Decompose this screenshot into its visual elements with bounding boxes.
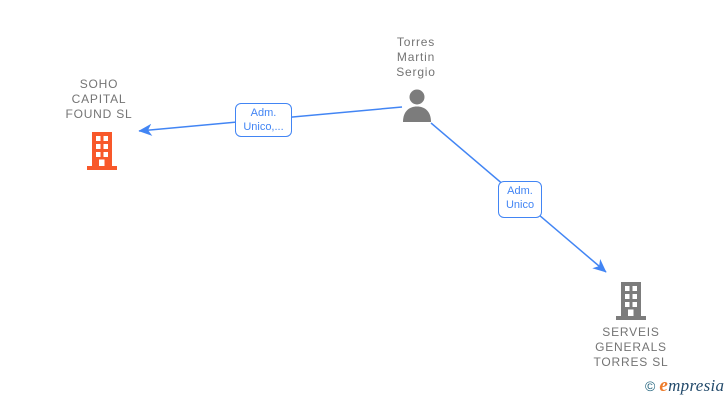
node-label-torres: Torres Martin Sergio bbox=[396, 35, 436, 79]
empresia-logo[interactable]: © empresia bbox=[645, 375, 724, 397]
node-label-serveis: SERVEIS GENERALS TORRES SL bbox=[593, 325, 669, 369]
building-icon bbox=[87, 132, 117, 170]
copyright-icon: © bbox=[645, 378, 656, 394]
edge-label-adm-unico-serveis: Adm. Unico bbox=[498, 181, 542, 218]
empresia-wordmark: empresia bbox=[659, 375, 725, 396]
edge-label-adm-unico-soho: Adm. Unico,... bbox=[235, 103, 292, 137]
node-label-soho: SOHO CAPITAL FOUND SL bbox=[65, 77, 133, 121]
person-icon bbox=[403, 89, 431, 122]
building-icon bbox=[616, 282, 646, 320]
